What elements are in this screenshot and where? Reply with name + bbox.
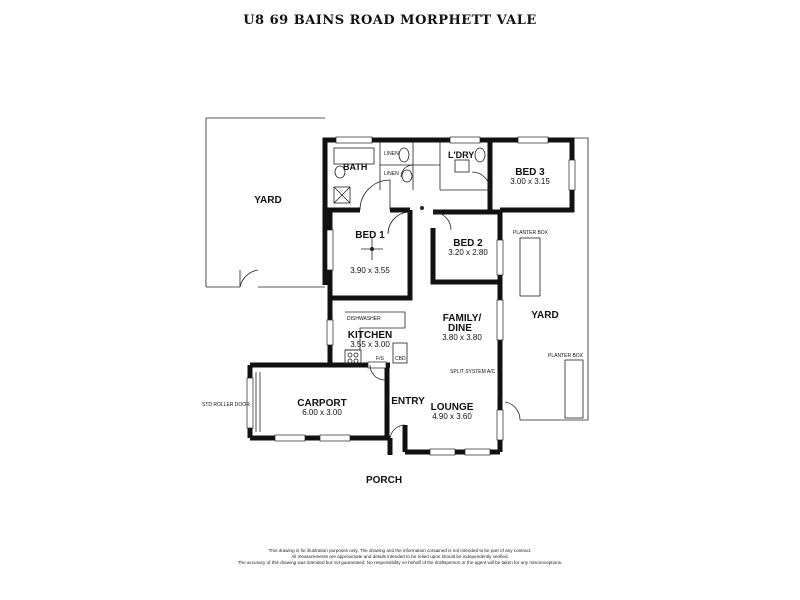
linen-label-1: L/NEN [384,151,399,157]
entry-label: ENTRY [391,396,425,407]
carport-label: CARPORT [297,398,346,409]
lounge-dims: 4.90 x 3.60 [432,412,472,421]
door-swings [359,164,491,441]
family-label-1: FAMILY/ [443,313,482,324]
linen-label-2: L/NEN [384,171,399,177]
yard-right-label: YARD [531,310,558,321]
cupboard-label: CBD [395,356,406,362]
yard-left-label: YARD [254,195,281,206]
laundry-label: L'DRY [448,150,474,160]
bed3-label: BED 3 [515,167,545,178]
carport-dims: 6.00 x 3.00 [302,408,342,417]
bed1-label: BED 1 [355,230,385,241]
bed2-label: BED 2 [453,238,483,249]
plan-title: U8 69 BAINS ROAD MORPHETT VALE [243,13,537,28]
kitchen-label: KITCHEN [348,330,392,341]
bed1-dims: 3.90 x 3.55 [350,266,390,275]
dishwasher-label: DISHWASHER [347,316,381,322]
roller-door-label: STD ROLLER DOOR [202,402,250,408]
boundary-lines [205,117,589,421]
lounge-label: LOUNGE [431,402,474,413]
bed3-dims: 3.00 x 3.15 [510,177,550,186]
planter-box-label-1: PLANTER BOX [513,230,549,236]
windows [246,136,576,456]
porch-label: PORCH [366,475,402,486]
bed2-dims: 3.20 x 2.80 [448,248,488,257]
kitchen-dims: 3.55 x 3.00 [350,340,390,349]
disclaimer-line-3: The accuracy of this drawing was intende… [238,560,563,565]
bath-label: BATH [343,162,367,172]
fridge-space-label: F/S [376,356,384,362]
split-system-label: SPLIT SYSTEM A/C [450,369,496,375]
family-label-2: DINE [448,323,472,334]
disclaimer-line-1: This drawing is for illustration purpose… [269,548,532,553]
fixtures [333,147,584,419]
disclaimer-line-2: All measurements are approximate and det… [291,554,509,559]
planter-box-label-2: PLANTER BOX [548,353,584,359]
roller-door [255,372,261,432]
family-dims: 3.80 x 3.80 [442,333,482,342]
